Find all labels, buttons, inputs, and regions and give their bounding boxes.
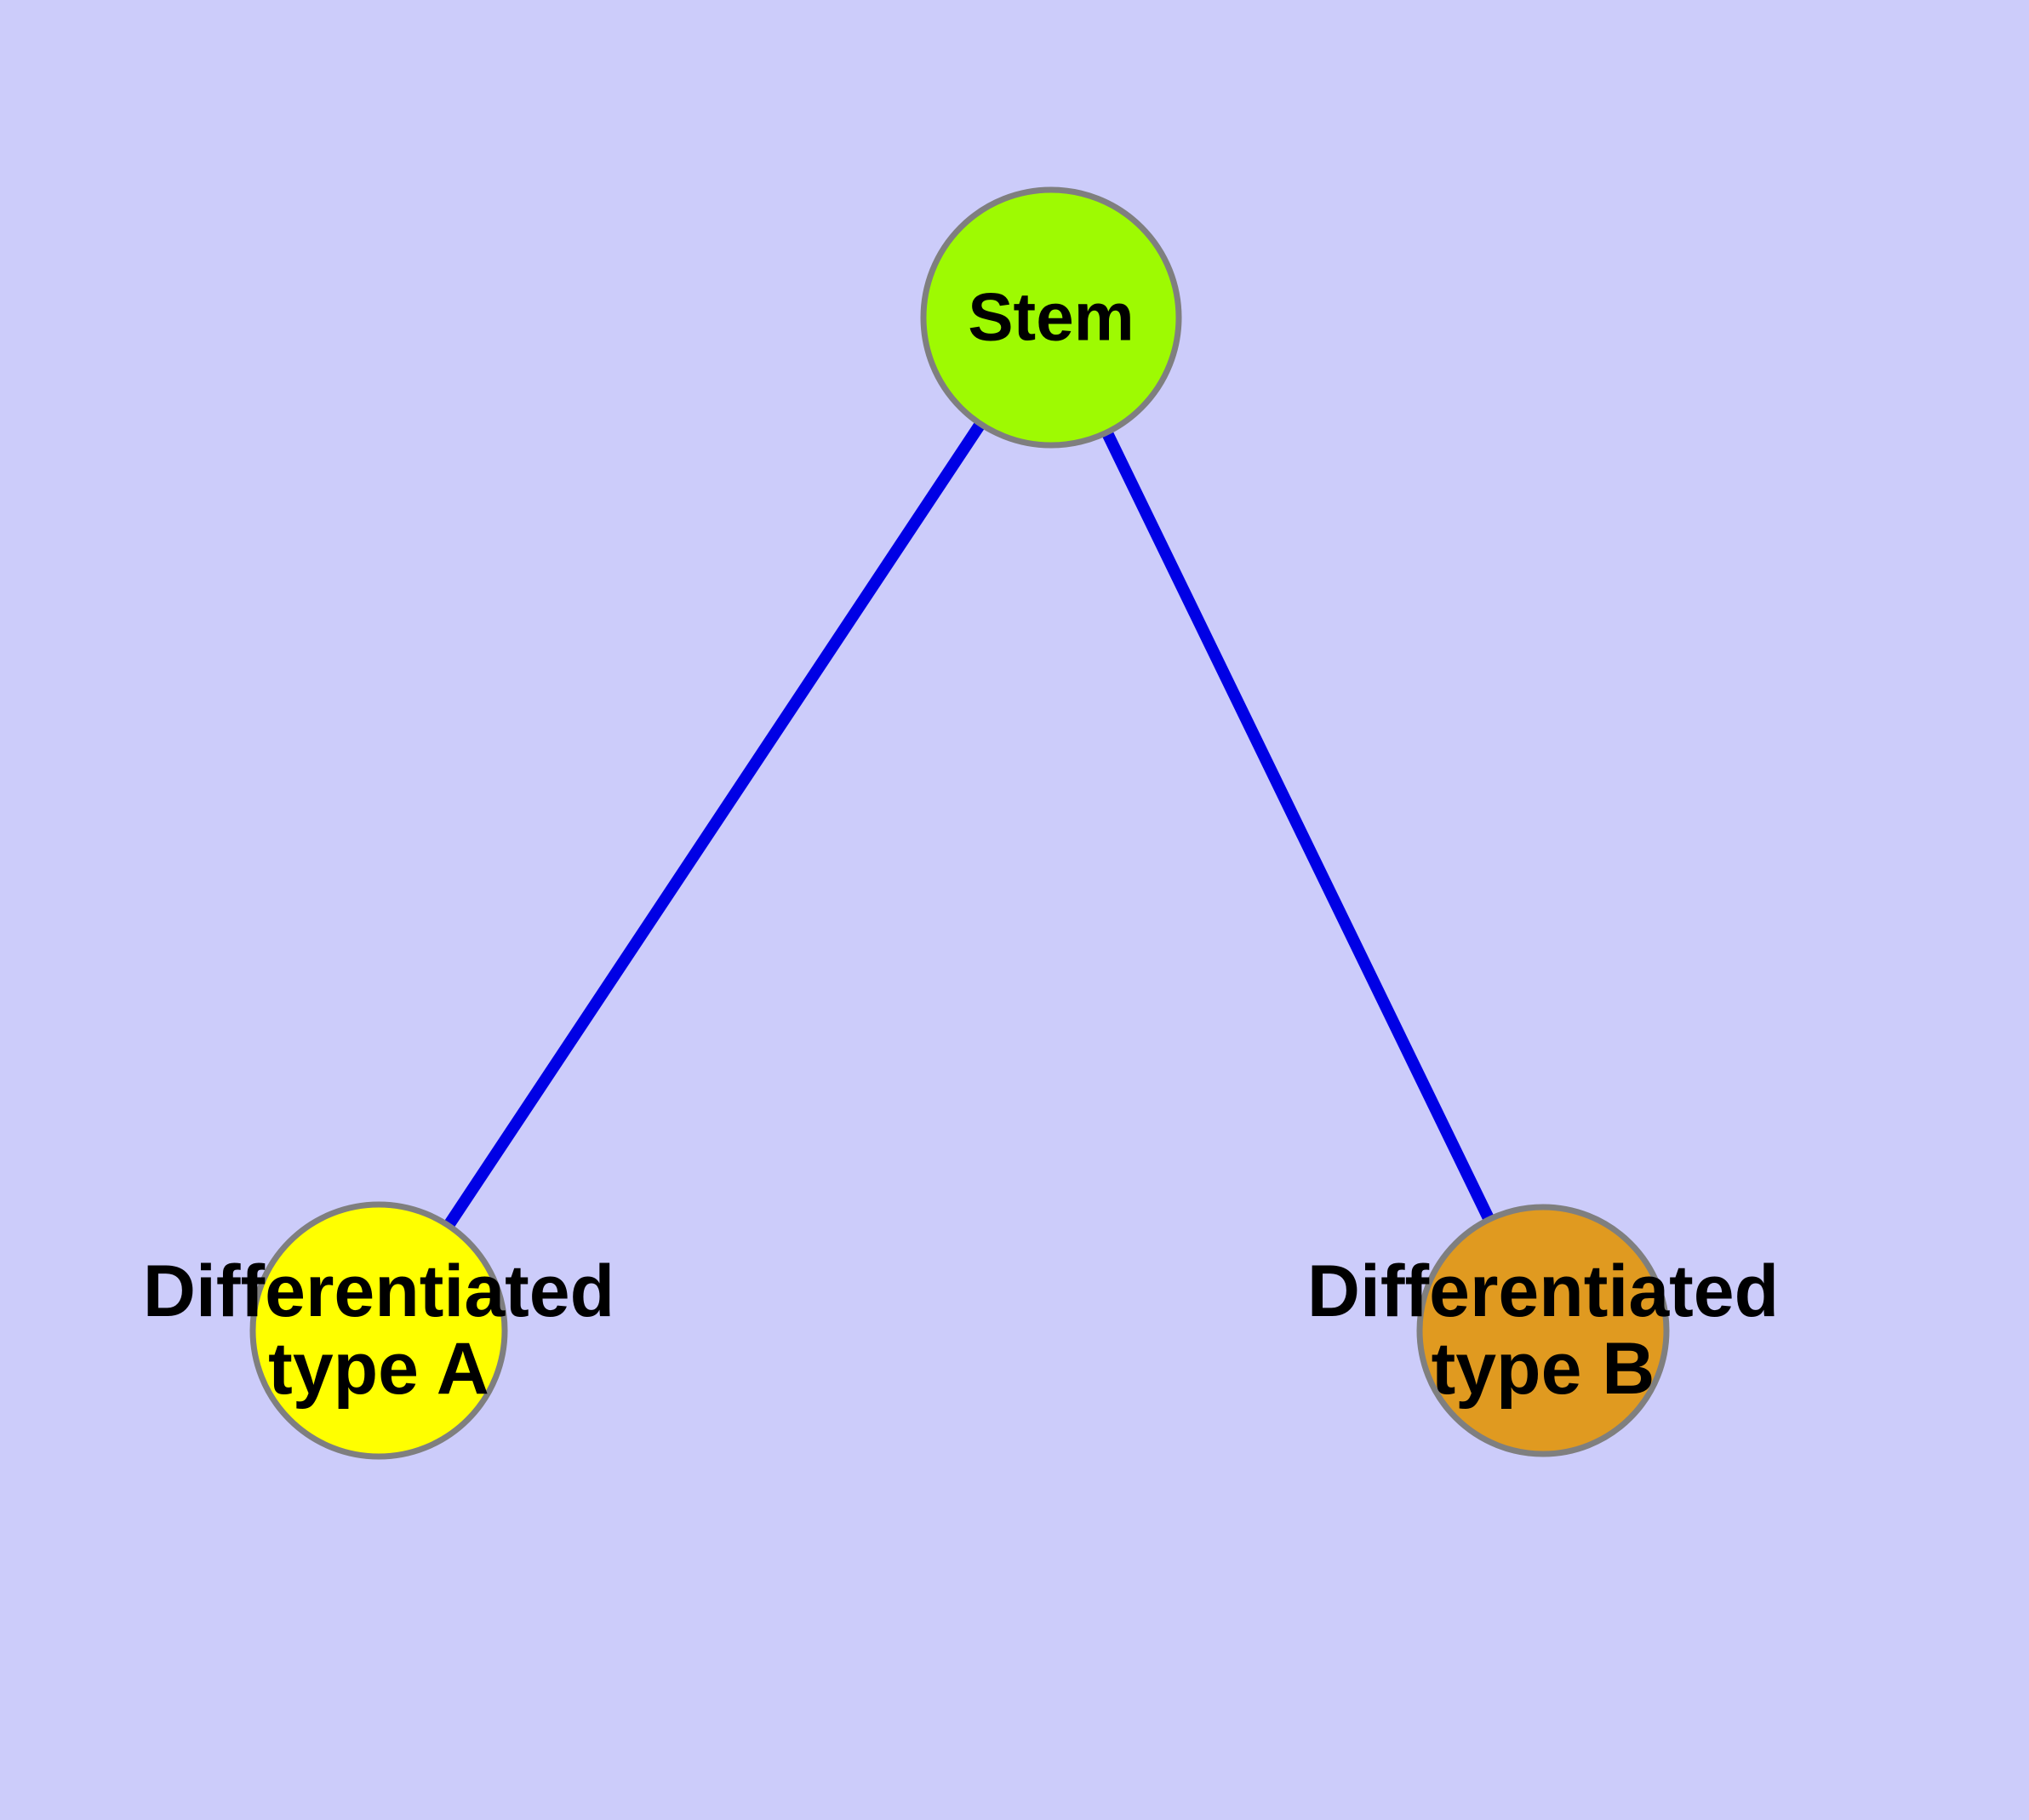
node-diff_a[interactable] (249, 1201, 508, 1460)
edge-stem-to-diff_b[interactable] (1045, 314, 1549, 1334)
node-diff_b[interactable] (1416, 1204, 1670, 1457)
node-layer (249, 186, 1670, 1460)
edge-layer (374, 314, 1549, 1334)
node-stem[interactable] (920, 186, 1182, 449)
edge-stem-to-diff_a[interactable] (374, 314, 1056, 1334)
